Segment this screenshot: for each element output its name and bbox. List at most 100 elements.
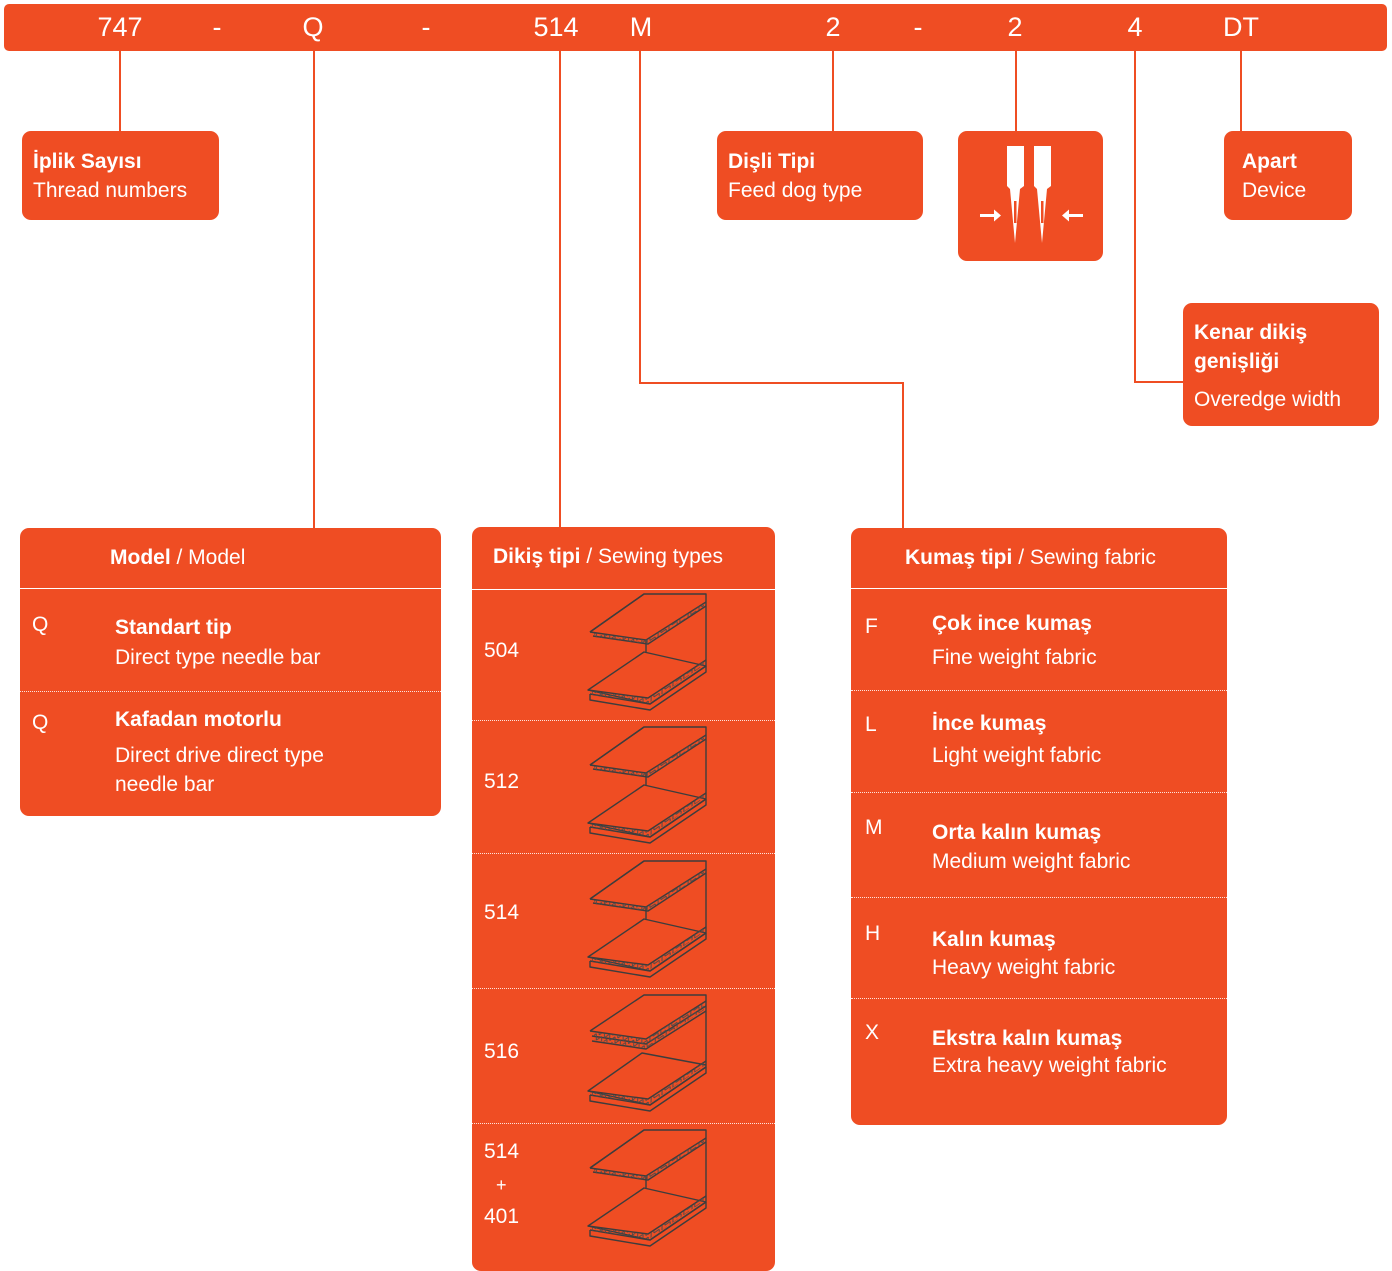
fabric-row-title: Çok ince kumaş [932,612,1092,635]
sewing-row-516: 516 [472,989,775,1123]
fabric-row-letter: M [865,816,883,839]
stitch-label: 514 [484,1140,520,1163]
model-panel: Model / Model Q Standart tip Direct type… [20,528,441,816]
model-row: Q Standart tip Direct type needle bar [20,589,441,691]
code-device: DT [1223,12,1259,42]
model-row-letter: Q [32,613,49,636]
fabric-row: M Orta kalın kumaş Medium weight fabric [851,793,1227,897]
stitch-label: 512 [484,770,520,793]
connector-line [639,51,641,384]
row-divider [472,853,775,854]
sewing-row-504: 504 [472,590,775,720]
fabric-row-title: İnce kumaş [932,712,1047,735]
stitch-diagram-icon [584,993,710,1117]
code-model: Q [302,12,324,42]
model-code-bar: 747 - Q - 514 M 2 - 2 4 DT [4,4,1387,51]
connector-line [1134,51,1136,383]
sewing-types-panel: Dikiş tipi / Sewing types 504 512 514 51… [472,527,775,1271]
overedge-title-line2: genişliği [1194,350,1280,373]
fabric-panel-header: Kumaş tipi / Sewing fabric [851,528,1227,589]
fabric-row-letter: F [865,615,878,638]
row-divider [851,897,1227,898]
fabric-row-text: Fine weight fabric [932,646,1097,669]
model-row-text: Direct type needle bar [115,646,321,669]
fabric-row-text: Light weight fabric [932,744,1102,767]
connector-line [1015,51,1017,131]
fabric-row-letter: L [865,713,877,736]
code-sewing-type: 514 [533,12,579,42]
fabric-row: F Çok ince kumaş Fine weight fabric [851,589,1227,690]
model-row-text: Direct drive direct type [115,744,324,767]
fabric-row: H Kalın kumaş Heavy weight fabric [851,898,1227,998]
sewing-header-title: Dikiş tipi [493,545,581,568]
stitch-diagram-icon [584,859,710,983]
fabric-row-text: Heavy weight fabric [932,956,1116,979]
thread-numbers-box: İplik Sayısı Thread numbers [22,131,219,220]
overedge-width-box: Kenar dikiş genişliği Overedge width [1183,303,1379,426]
code-fabric: M [629,12,653,42]
row-divider [20,691,441,692]
connector-line [313,51,315,528]
device-box: Apart Device [1224,131,1352,220]
sewing-row-512: 512 [472,721,775,853]
thread-numbers-subtitle: Thread numbers [33,179,188,202]
model-row-title: Kafadan motorlu [115,708,282,731]
code-separator: - [421,12,431,42]
connector-line [559,51,561,527]
stitch-diagram-icon [584,725,710,849]
fabric-row-text: Medium weight fabric [932,850,1131,873]
code-separator: - [913,12,923,42]
feed-dog-subtitle: Feed dog type [728,179,863,202]
fabric-row-title: Orta kalın kumaş [932,821,1102,844]
sewing-panel-header: Dikiş tipi / Sewing types [472,527,775,590]
stitch-diagram-icon [584,1128,710,1252]
row-divider [472,1123,775,1124]
connector-line [902,382,904,528]
code-overedge: 4 [1127,12,1143,42]
model-row-title: Standart tip [115,616,232,639]
fabric-row-title: Ekstra kalın kumaş [932,1027,1123,1050]
stitch-label: 514 [484,901,520,924]
fabric-panel: Kumaş tipi / Sewing fabric F Çok ince ku… [851,528,1227,1125]
connector-line [119,51,121,131]
device-title: Apart [1242,150,1297,173]
stitch-label: 504 [484,639,520,662]
code-feed-dog: 2 [825,12,841,42]
row-divider [851,998,1227,999]
fabric-header-title: Kumaş tipi [905,546,1013,569]
overedge-title-line1: Kenar dikiş [1194,321,1308,344]
connector-line [639,382,904,384]
connector-line [1240,51,1242,131]
fabric-row-title: Kalın kumaş [932,928,1056,951]
stitch-label: 401 [484,1205,520,1228]
row-divider [472,988,775,989]
model-row-letter: Q [32,711,49,734]
thread-numbers-title: İplik Sayısı [33,150,142,173]
twin-needle-icon [980,146,1083,243]
stitch-label: 516 [484,1040,520,1063]
sewing-row-514: 514 [472,854,775,988]
row-divider [851,792,1227,793]
code-thread: 747 [97,12,143,42]
code-separator: - [212,12,222,42]
connector-line [832,51,834,131]
fabric-header-subtitle: / Sewing fabric [1012,546,1156,569]
stitch-label: + [496,1175,507,1195]
overedge-subtitle: Overedge width [1194,388,1342,411]
needle-box [958,131,1103,261]
connector-line [1134,381,1184,383]
fabric-row-text: Extra heavy weight fabric [932,1054,1167,1077]
code-needle: 2 [1007,12,1023,42]
model-row: Q Kafadan motorlu Direct drive direct ty… [20,692,441,816]
stitch-diagram-icon [584,592,710,716]
fabric-row-letter: H [865,922,881,945]
fabric-row-letter: X [865,1021,880,1044]
model-header-subtitle: / Model [170,546,246,569]
fabric-row: L İnce kumaş Light weight fabric [851,691,1227,792]
device-subtitle: Device [1242,179,1307,202]
feed-dog-title: Dişli Tipi [728,150,816,173]
model-row-text: needle bar [115,773,215,796]
fabric-row: X Ekstra kalın kumaş Extra heavy weight … [851,999,1227,1125]
feed-dog-box: Dişli Tipi Feed dog type [717,131,923,220]
row-divider [851,690,1227,691]
